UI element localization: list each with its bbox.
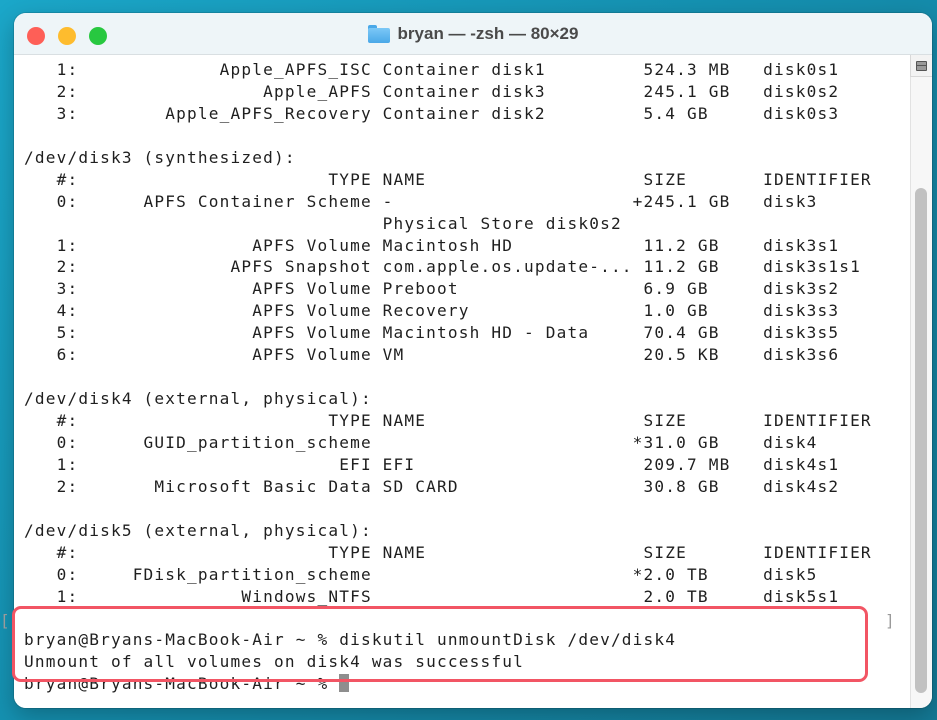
output-line: 1: EFI EFI 209.7 MB disk4s1	[24, 454, 840, 474]
blank-line	[24, 125, 872, 147]
output-line: 1: APFS Volume Macintosh HD 11.2 GB disk…	[24, 235, 840, 255]
output-line: /dev/disk3 (synthesized):	[24, 147, 296, 167]
output-line: 1: Apple_APFS_ISC Container disk1 524.3 …	[24, 60, 840, 79]
prompt-line: bryan@Bryans-MacBook-Air ~ %	[24, 673, 872, 695]
mark-bracket-right: ]	[885, 611, 895, 630]
output-line: 4: APFS Volume Recovery 1.0 GB disk3s3	[24, 301, 840, 321]
output-line: #: TYPE NAME SIZE IDENTIFIER	[24, 169, 872, 189]
output-line: 0: GUID_partition_scheme *31.0 GB disk4	[24, 432, 818, 452]
split-pane-button[interactable]	[910, 55, 932, 77]
output-line: 1: Windows_NTFS 2.0 TB disk5s1	[24, 586, 840, 606]
folder-icon	[367, 25, 390, 43]
output-line: #: TYPE NAME SIZE IDENTIFIER	[24, 411, 872, 430]
output-line: Unmount of all volumes on disk4 was succ…	[24, 652, 524, 672]
output-line: /dev/disk4 (external, physical):	[24, 389, 372, 409]
output-line: 6: APFS Volume VM 20.5 KB disk3s6	[24, 345, 840, 365]
text-cursor	[339, 674, 350, 693]
output-line: 2: Microsoft Basic Data SD CARD 30.8 GB …	[24, 476, 840, 496]
blank-line	[24, 607, 872, 629]
mark-bracket-left: [	[0, 611, 10, 630]
output-line: 5: APFS Volume Macintosh HD - Data 70.4 …	[24, 323, 840, 343]
terminal-output[interactable]: 1: Apple_APFS_ISC Container disk1 524.3 …	[14, 55, 910, 708]
output-line: 3: Apple_APFS_Recovery Container disk2 5…	[24, 103, 840, 123]
output-line: #: TYPE NAME SIZE IDENTIFIER	[24, 542, 872, 562]
output-line: 2: Apple_APFS Container disk3 245.1 GB d…	[24, 81, 840, 101]
output-line: 3: APFS Volume Preboot 6.9 GB disk3s2	[24, 279, 840, 299]
window-title-text: bryan — -zsh — 80×29	[397, 24, 579, 43]
prompt-line: bryan@Bryans-MacBook-Air ~ % diskutil un…	[24, 630, 677, 650]
scrollbar-thumb[interactable]	[915, 188, 927, 693]
close-window-button[interactable]	[27, 27, 45, 45]
output-line: 0: FDisk_partition_scheme *2.0 TB disk5	[24, 564, 818, 584]
window-title: bryan — -zsh — 80×29	[14, 13, 932, 55]
output-line: Physical Store disk0s2	[24, 213, 622, 233]
output-line: /dev/disk5 (external, physical):	[24, 520, 372, 540]
title-bar[interactable]: bryan — -zsh — 80×29	[14, 13, 932, 55]
minimize-window-button[interactable]	[58, 27, 76, 45]
output-line: 2: APFS Snapshot com.apple.os.update-...…	[24, 257, 861, 277]
terminal-lines: 1: Apple_APFS_ISC Container disk1 524.3 …	[24, 59, 872, 695]
split-pane-icon	[916, 60, 927, 71]
terminal-window: bryan — -zsh — 80×29 1: Apple_APFS_ISC C…	[14, 13, 932, 708]
blank-line	[24, 366, 872, 388]
blank-line	[24, 498, 872, 520]
maximize-window-button[interactable]	[89, 27, 107, 45]
output-line: 0: APFS Container Scheme - +245.1 GB dis…	[24, 191, 818, 211]
